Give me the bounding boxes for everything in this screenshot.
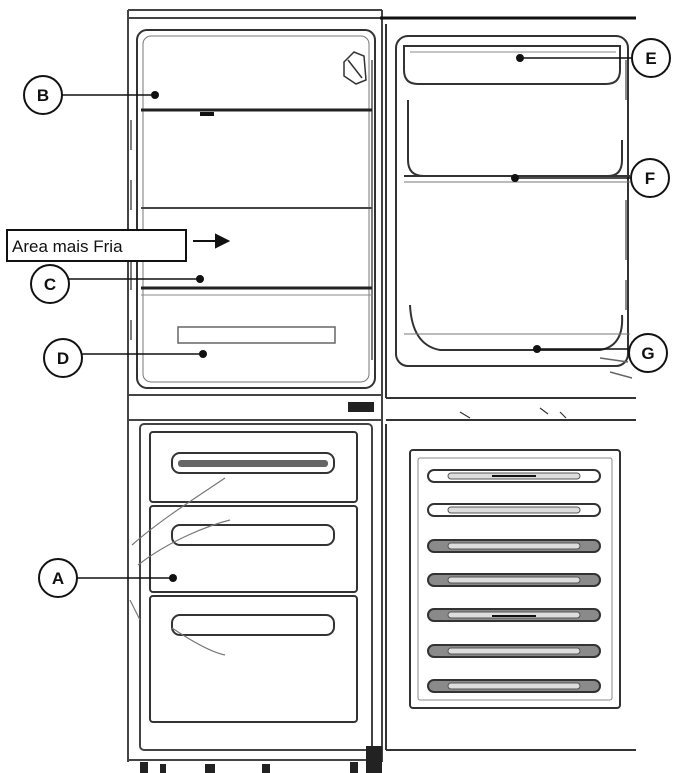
door-bin-middle <box>407 100 623 177</box>
freezer-door <box>385 407 636 751</box>
callout-c: C <box>30 264 204 304</box>
freezer-compartment <box>139 423 373 751</box>
drawer-handle-2 <box>171 524 335 546</box>
door-hinge-middle <box>348 402 374 412</box>
freezer-drawer-3 <box>149 595 358 723</box>
crisper-drawer <box>177 326 336 344</box>
callout-a: A <box>38 558 177 598</box>
freezer-door-rack-inner <box>447 472 581 690</box>
door-bin-bottom <box>409 304 624 351</box>
drawer-sketch-lines <box>129 477 231 656</box>
door-gasket-dashes <box>599 60 633 379</box>
callout-g: G <box>533 333 668 373</box>
callout-g-label: G <box>641 344 654 363</box>
rack-center-marks <box>492 475 536 617</box>
callout-f-label: F <box>645 169 655 188</box>
door-bin-top <box>403 45 621 85</box>
callout-b: B <box>23 75 159 115</box>
callout-d: D <box>43 338 207 378</box>
freezer-drawer-handles <box>171 452 335 636</box>
callout-b-label: B <box>37 86 49 105</box>
fridge-door <box>380 16 636 399</box>
thermostat-housing <box>343 51 367 85</box>
drawer-handle-3 <box>171 614 335 636</box>
cabinet-side-marks <box>130 60 373 360</box>
door-bins <box>403 45 630 351</box>
freezer-drawer-1 <box>149 431 358 503</box>
callout-e: E <box>516 38 671 78</box>
fridge-cabinet <box>127 9 383 762</box>
callout-c-label: C <box>44 275 56 294</box>
coldest-area-arrow <box>193 233 231 249</box>
fridge-shelves <box>141 108 372 296</box>
freezer-drawers <box>149 431 358 723</box>
callout-a-label: A <box>52 569 64 588</box>
compartment-divider <box>128 394 382 421</box>
fridge-feet <box>140 746 382 773</box>
freezer-drawer-2 <box>149 505 358 593</box>
callout-d-label: D <box>57 349 69 368</box>
shelf-marker <box>200 112 214 116</box>
coldest-area-label: Area mais Fria <box>6 229 187 262</box>
coldest-area-text: Area mais Fria <box>12 237 123 256</box>
callout-f: F <box>511 158 670 198</box>
callout-e-label: E <box>645 49 656 68</box>
